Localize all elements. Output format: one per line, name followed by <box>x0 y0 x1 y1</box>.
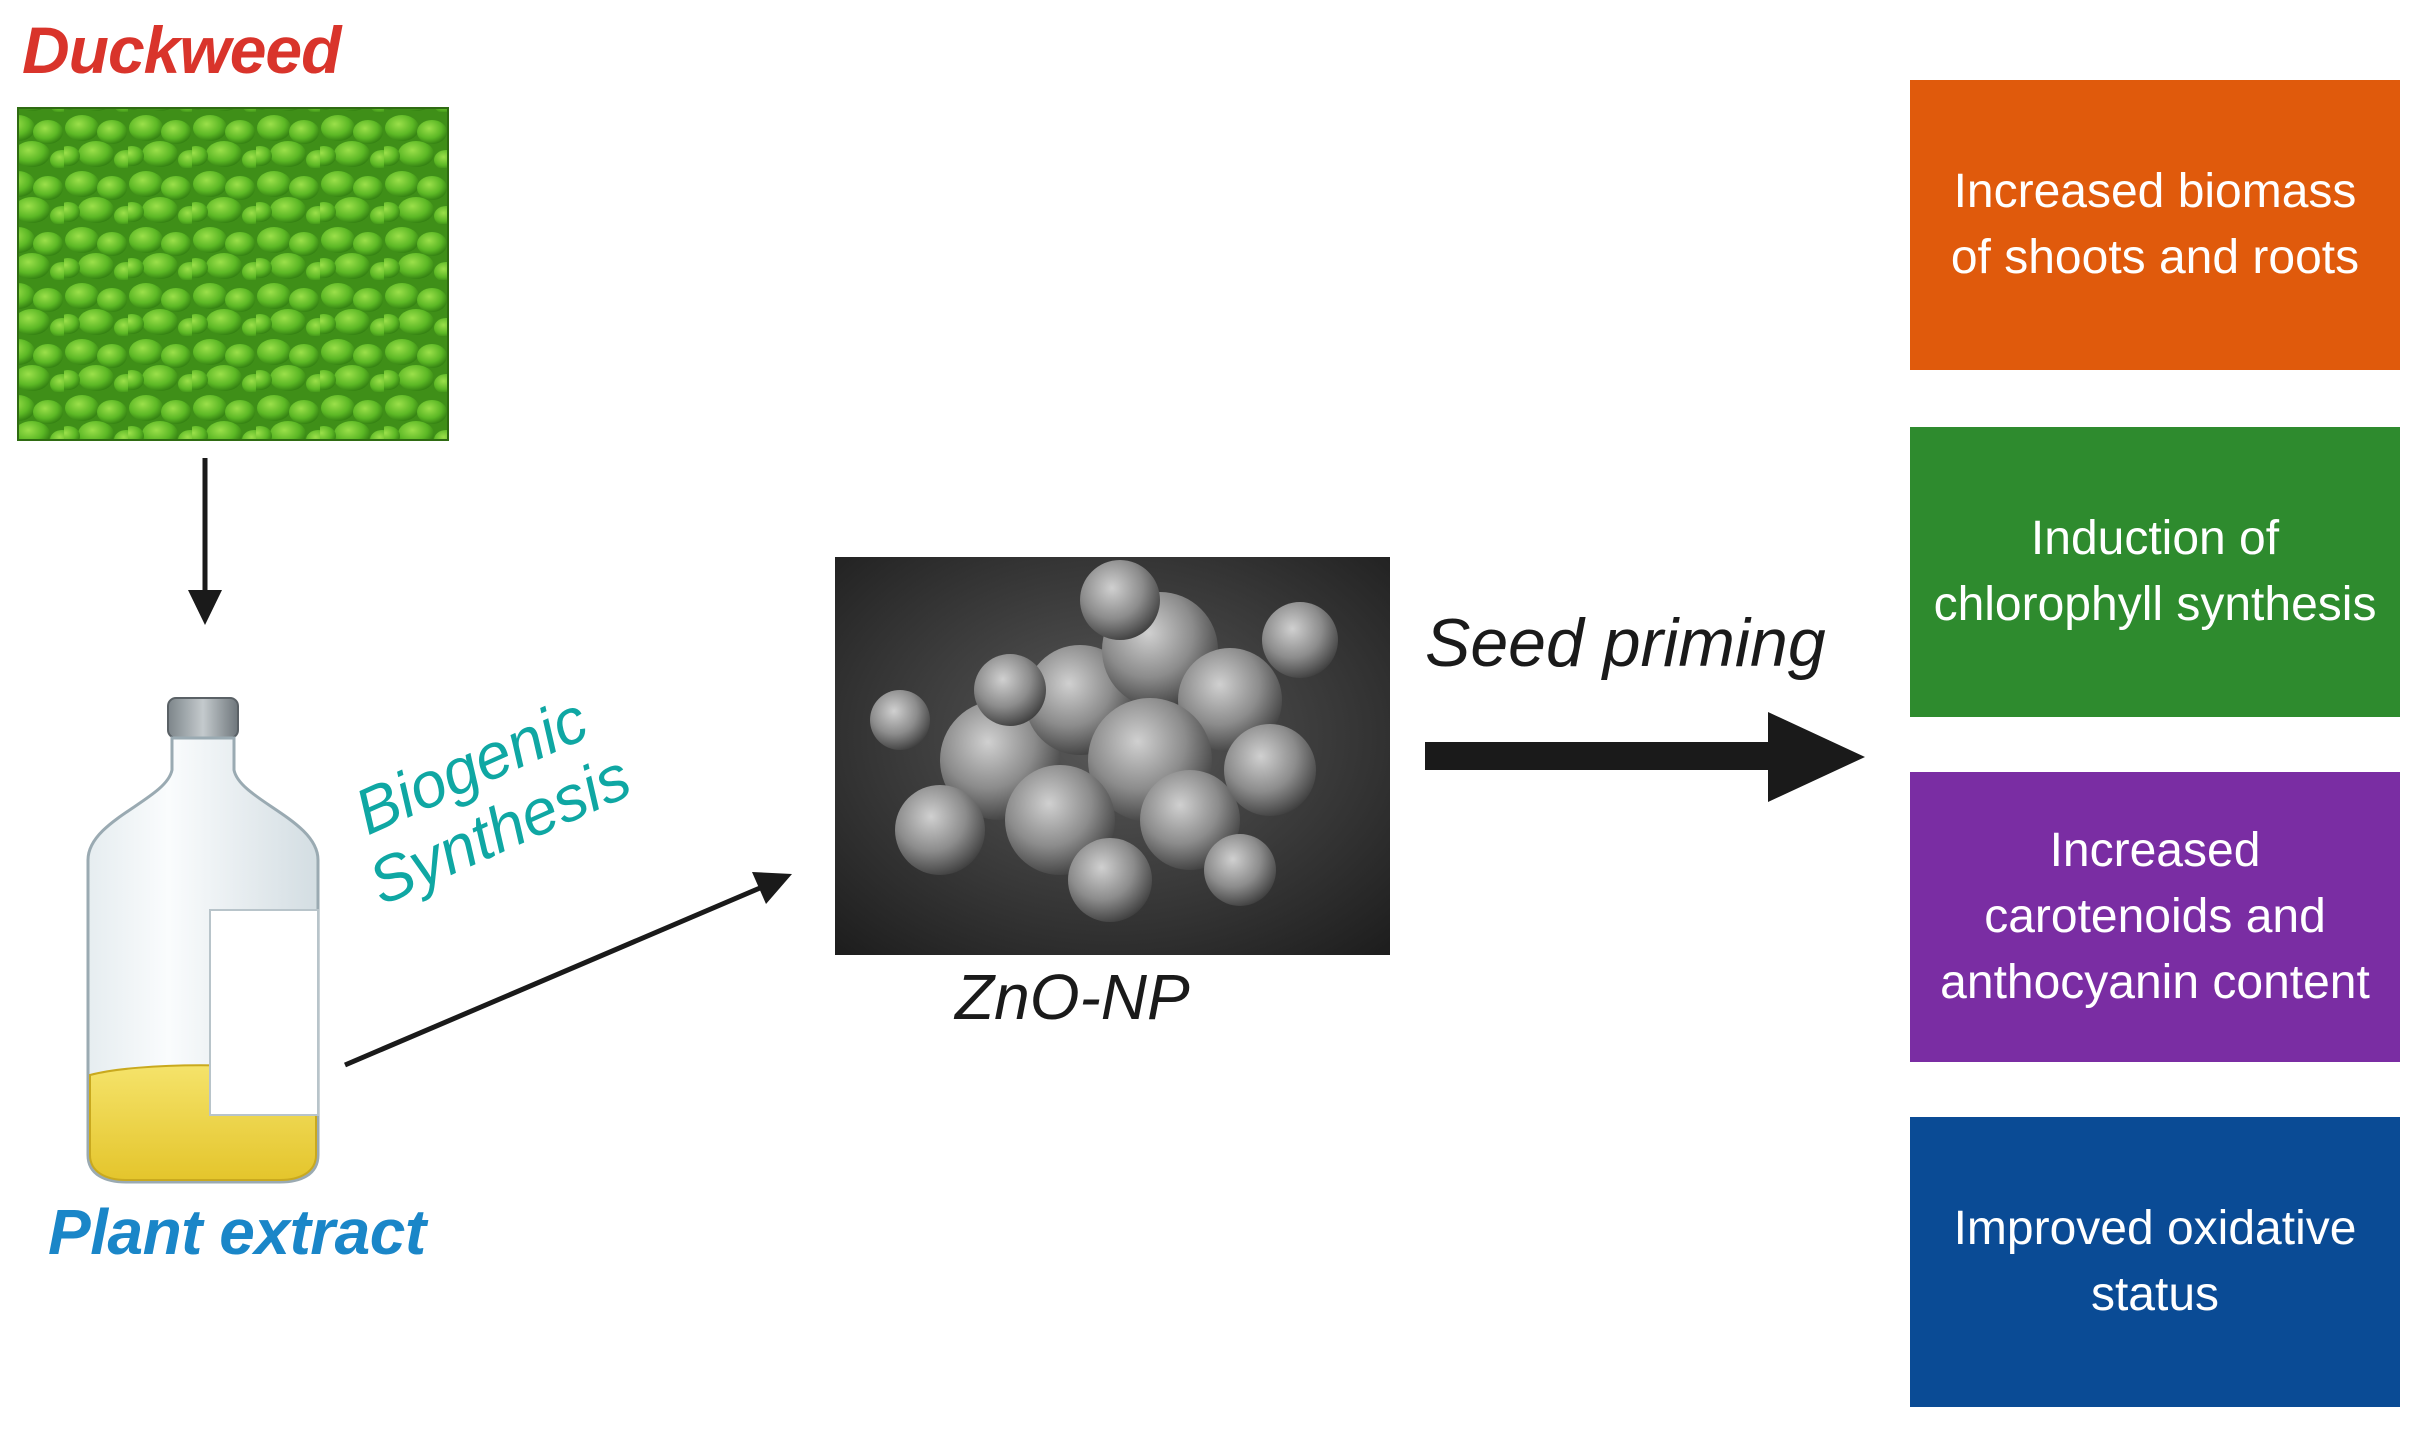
extract-bottle-icon <box>86 697 320 1184</box>
zno-np-image <box>835 557 1390 955</box>
result-text-chlorophyll: Induction of chlorophyll synthesis <box>1933 512 2377 631</box>
result-text-carotenoids: Increased carotenoids and anthocyanin co… <box>1940 824 2370 1009</box>
result-box-carotenoids: Increased carotenoids and anthocyanin co… <box>1910 772 2400 1062</box>
duckweed-title: Duckweed <box>22 13 341 87</box>
result-box-oxidative: Improved oxidative status <box>1910 1117 2400 1407</box>
arrow-down-icon <box>188 458 222 625</box>
result-box-chlorophyll: Induction of chlorophyll synthesis <box>1910 427 2400 717</box>
result-text-biomass: Increased biomass of shoots and roots <box>1950 165 2360 284</box>
zno-np-label: ZnO-NP <box>955 961 1190 1033</box>
duckweed-image <box>17 107 449 441</box>
result-box-biomass: Increased biomass of shoots and roots <box>1910 80 2400 370</box>
result-text-oxidative: Improved oxidative status <box>1953 1202 2357 1321</box>
plant-extract-title: Plant extract <box>48 1196 426 1268</box>
arrow-seed-priming-icon <box>1425 712 1865 802</box>
seed-priming-label: Seed priming <box>1425 605 1826 681</box>
arrow-synthesis-icon <box>344 872 792 1068</box>
